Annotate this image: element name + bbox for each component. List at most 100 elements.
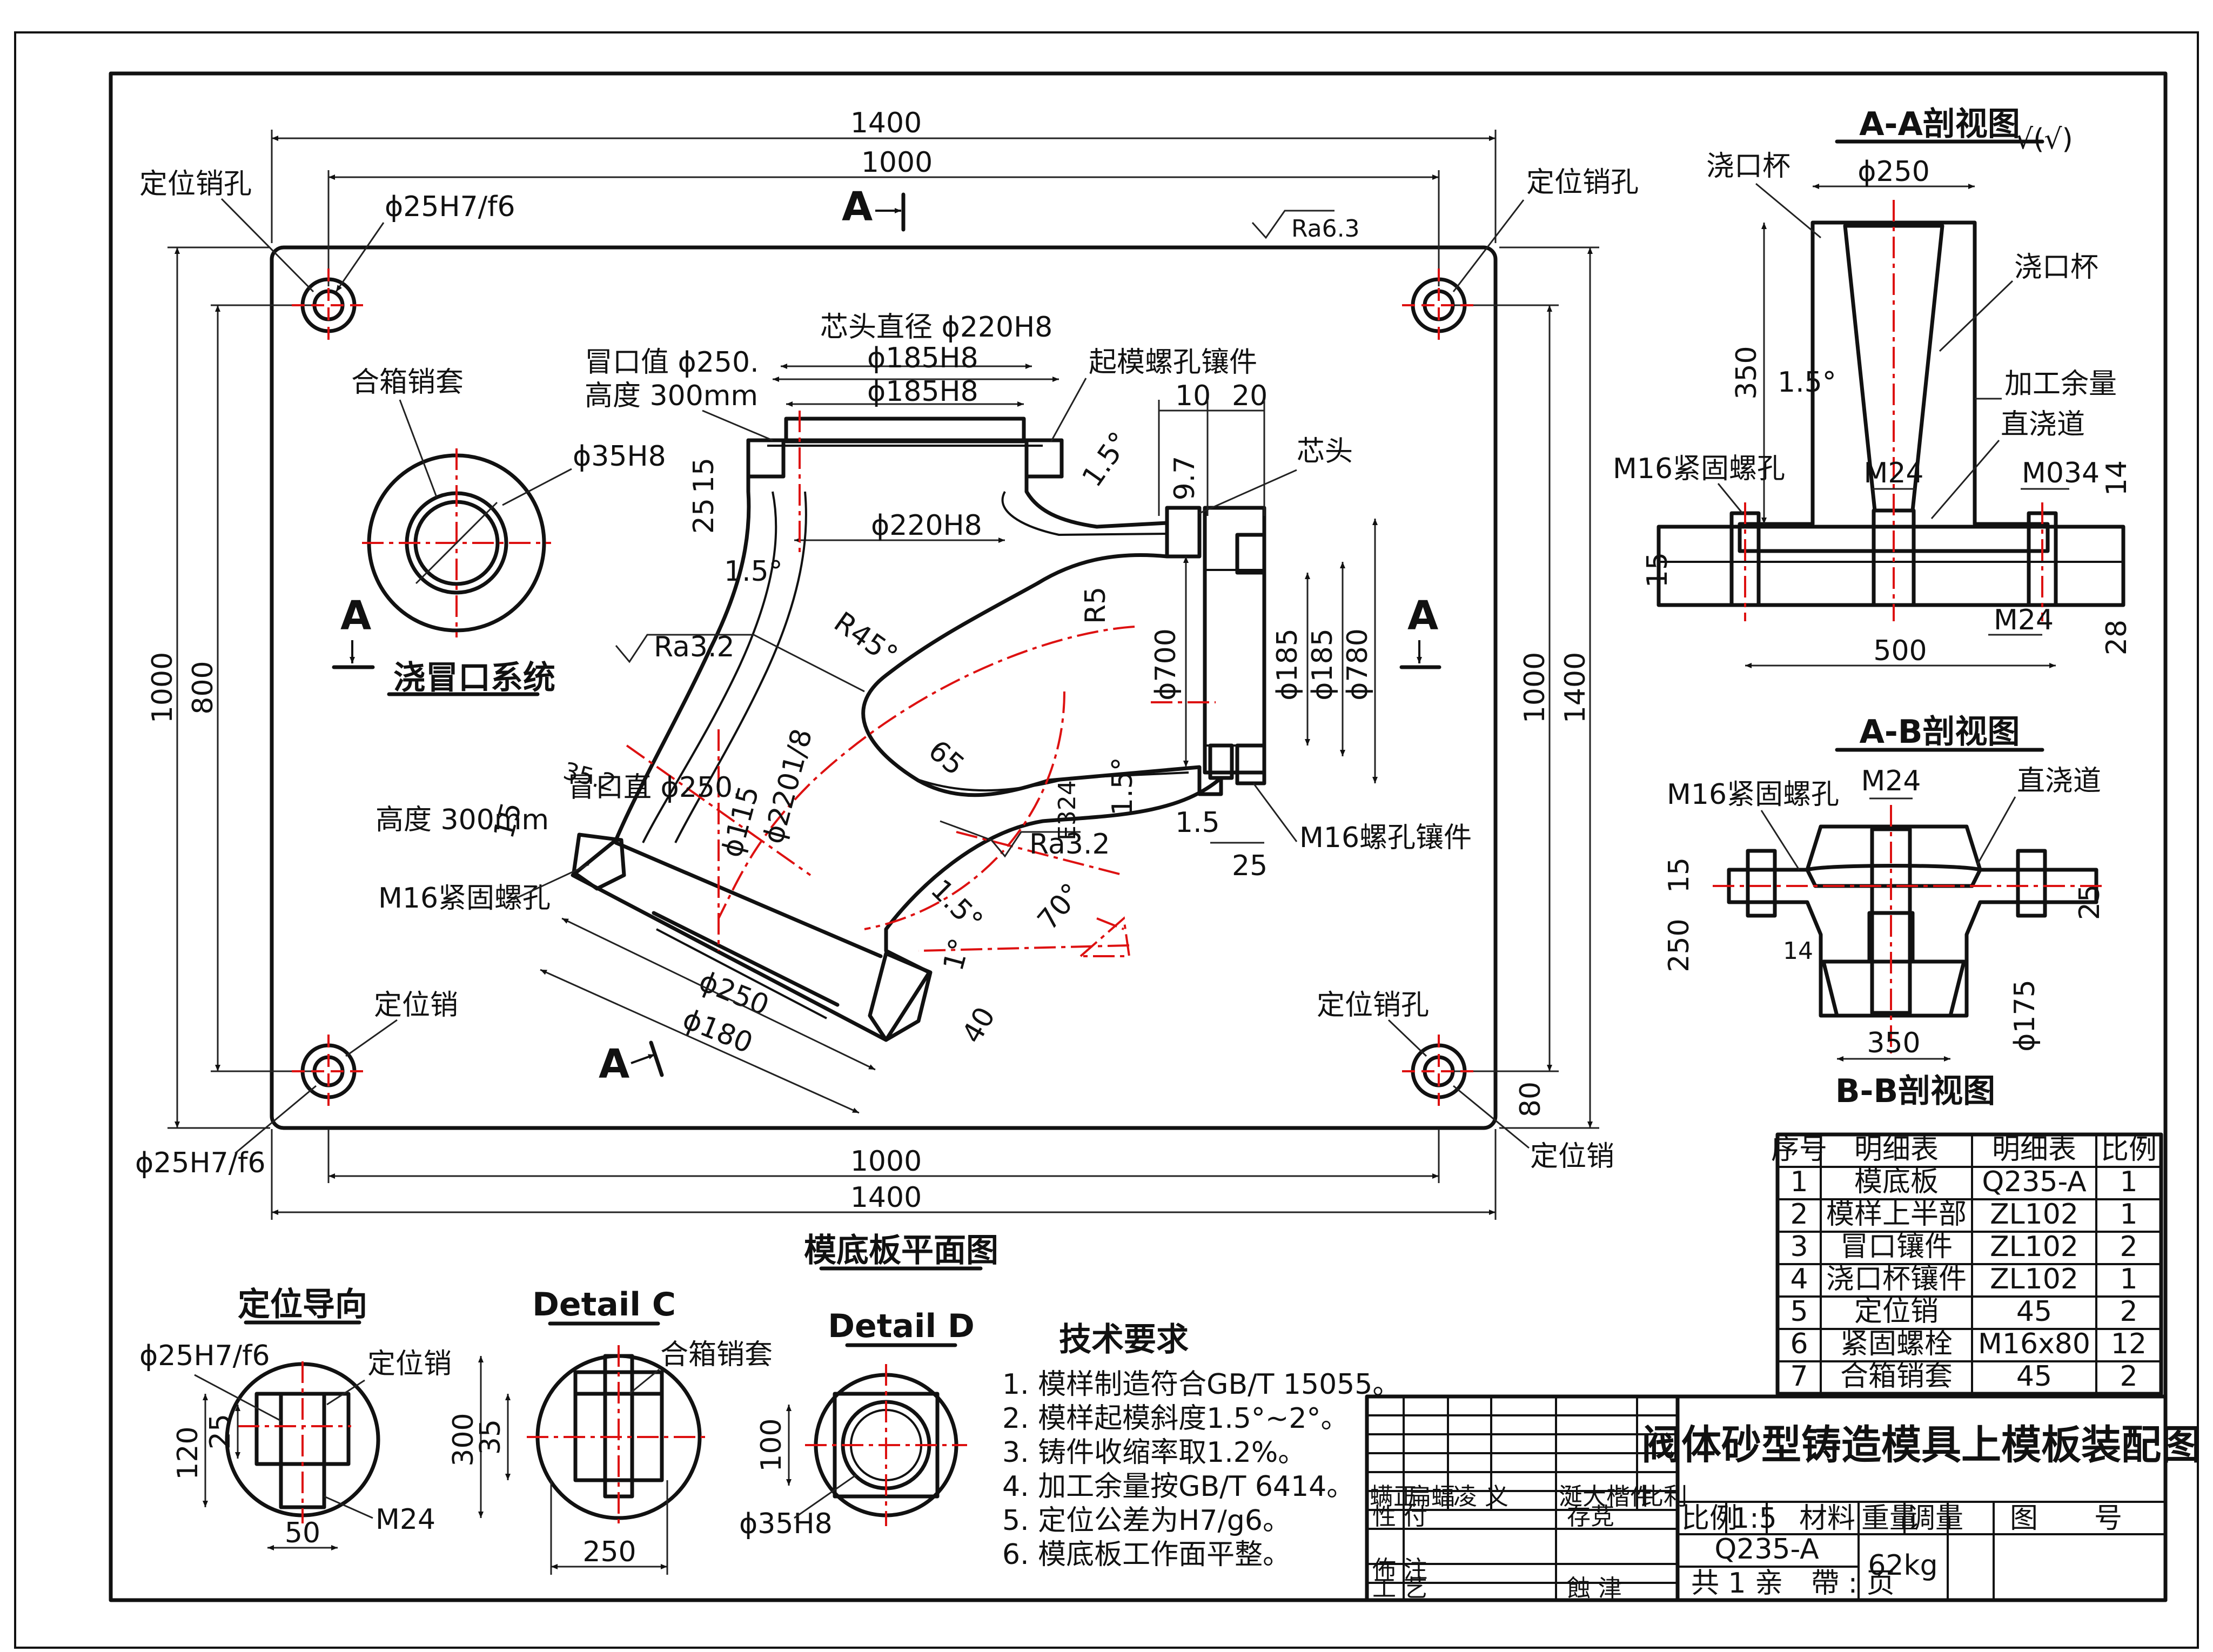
dim-1400-bottom: 1400 bbox=[850, 1181, 922, 1214]
label-core-head: 芯头 bbox=[1297, 435, 1353, 468]
outer-border bbox=[14, 31, 2199, 1649]
label-draft-4: 1.5° bbox=[924, 874, 989, 938]
bom-cell: 2 bbox=[2120, 1295, 2137, 1328]
detail-c-title: Detail C bbox=[532, 1286, 676, 1324]
bom-cell: 1 bbox=[2120, 1166, 2137, 1198]
tb-row-label-3: 凌 义 bbox=[1453, 1483, 1508, 1510]
tb-approve: 蝕 津 bbox=[1567, 1575, 1622, 1602]
guide-d25: 25 bbox=[204, 1414, 237, 1449]
bom-cell: Q235-A bbox=[1982, 1166, 2087, 1198]
pin-bl bbox=[292, 1035, 365, 1108]
roughness-general: √(√) bbox=[2015, 123, 2073, 156]
bom-header-1: 序号 bbox=[1771, 1133, 1827, 1166]
detail-d-fit: ϕ35H8 bbox=[739, 1508, 833, 1540]
label-d185v1: ϕ185 bbox=[1271, 628, 1304, 701]
section-mark-bottom: A bbox=[599, 1041, 629, 1087]
label-sleeve-fit: ϕ35H8 bbox=[573, 440, 666, 473]
dim-1400-right: 1400 bbox=[1559, 652, 1592, 723]
bom-cell: M16x80 bbox=[1978, 1328, 2090, 1360]
dim-1000-top: 1000 bbox=[861, 146, 933, 179]
label-gating-system: 浇冒口系统 bbox=[393, 659, 555, 697]
section-ab: A-B剖视图 M16紧固螺孔 M24 直浇道 15 250 25 14 350 … bbox=[1663, 713, 2107, 1110]
label-dim-20: 20 bbox=[1232, 380, 1268, 412]
aa-d500: 500 bbox=[1873, 635, 1927, 667]
label-pin-bl-fit: ϕ25H7/f6 bbox=[135, 1147, 266, 1179]
plan-view: 1400 1000 1000 1400 1000 800 1000 1400 8… bbox=[135, 107, 1639, 1271]
label-d185-2: ϕ185H8 bbox=[867, 375, 978, 408]
detail-d: Detail D 100 ϕ35H8 bbox=[739, 1307, 975, 1540]
ab-d250: 250 bbox=[1663, 918, 1695, 972]
base-plate bbox=[270, 245, 1498, 1130]
label-pin-hole-tr: 定位销孔 bbox=[1526, 166, 1639, 199]
label-draft-2: 1.5° bbox=[724, 555, 783, 588]
pattern-body bbox=[571, 364, 1266, 1042]
bom-cell: 模底板 bbox=[1854, 1166, 1939, 1198]
bom-cell: 4 bbox=[1790, 1263, 1808, 1295]
detail-d-d100: 100 bbox=[755, 1418, 788, 1472]
aa-d15: 15 bbox=[1641, 552, 1674, 588]
label-d40: 40 bbox=[956, 1002, 1002, 1049]
label-d2201: ϕ2201/8 bbox=[757, 726, 819, 847]
label-pin-hole-tl: 定位销孔 bbox=[139, 168, 252, 200]
bom-cell: 1 bbox=[2120, 1263, 2137, 1295]
bom-cell: 定位销 bbox=[1854, 1295, 1939, 1328]
aa-allowance: 加工余量 bbox=[2004, 368, 2117, 400]
ab-d350: 350 bbox=[1867, 1027, 1920, 1059]
title-block: 阀体砂型铸造模具上模板装配图 螨正 扁蝠 凌 义 涎大楷件 比利 性 付 存莌 … bbox=[1365, 1394, 2201, 1602]
label-draft-1: 1.5° bbox=[1076, 426, 1136, 493]
label-dim-97: 9.7 bbox=[1169, 456, 1201, 501]
label-draft-3: 1.5° bbox=[1106, 757, 1139, 816]
bom-cell: 7 bbox=[1790, 1360, 1808, 1393]
ab-d14: 14 bbox=[1783, 937, 1813, 965]
guide-pin: 定位销 bbox=[367, 1348, 452, 1380]
ab-d175: ϕ175 bbox=[2009, 979, 2041, 1052]
tb-row-label-4: 涎大楷件 bbox=[1559, 1483, 1654, 1510]
tb-row-label-5: 比利 bbox=[1640, 1483, 1687, 1510]
bom-cell: ZL102 bbox=[1990, 1198, 2078, 1231]
label-m16-insert: M16螺孔镶件 bbox=[1299, 822, 1472, 854]
detail-d-title: Detail D bbox=[828, 1307, 975, 1345]
drawing-title: 阀体砂型铸造模具上模板装配图 bbox=[1641, 1422, 2201, 1468]
tb-adjust-label: 调量 bbox=[1907, 1502, 1963, 1535]
label-r45: R45° bbox=[828, 606, 904, 672]
requirement-item: 6. 模底板工作面平整。 bbox=[1002, 1539, 1291, 1571]
label-riser-bot-1: 冒口直 ϕ250. bbox=[567, 771, 742, 804]
requirement-item: 5. 定位公差为H7/g6。 bbox=[1002, 1505, 1291, 1537]
label-d185-1: ϕ185H8 bbox=[867, 342, 978, 374]
guide-detail: 定位导向 ϕ25H7/f6 定位销 120 25 50 M24 bbox=[139, 1286, 452, 1550]
label-riser-bot-2: 高度 300mm bbox=[375, 804, 549, 836]
aa-m16: M16紧固螺孔 bbox=[1613, 453, 1785, 485]
label-pin-hole-br: 定位销孔 bbox=[1317, 989, 1429, 1022]
bom-cell: ZL102 bbox=[1990, 1263, 2078, 1295]
section-mark-top: A bbox=[842, 184, 873, 230]
requirements-title: 技术要求 bbox=[1059, 1321, 1189, 1359]
label-r5: R5 bbox=[1079, 587, 1112, 624]
aa-m034: M034 bbox=[2022, 457, 2100, 489]
drawing-frame bbox=[109, 71, 2168, 1602]
label-d185v2: ϕ185 bbox=[1306, 628, 1339, 701]
requirement-item: 1. 模样制造符合GB/T 15055。 bbox=[1002, 1368, 1400, 1401]
dim-800-left: 800 bbox=[187, 661, 219, 714]
label-d324: E324 bbox=[1054, 780, 1081, 841]
label-angle-70: 70° bbox=[1031, 877, 1088, 936]
bom-cell: 45 bbox=[2016, 1295, 2052, 1328]
label-ra32-a: Ra3.2 bbox=[654, 631, 735, 663]
bom-cell: 6 bbox=[1790, 1328, 1808, 1360]
label-d780: ϕ780 bbox=[1342, 628, 1374, 701]
bom-cell: 2 bbox=[2120, 1231, 2137, 1263]
dim-1400-top: 1400 bbox=[850, 107, 922, 139]
aa-d250: ϕ250 bbox=[1857, 156, 1930, 188]
tb-weight-value: 62kg bbox=[1868, 1549, 1937, 1582]
section-mark-left: A bbox=[340, 593, 371, 639]
label-riser-top-2: 高度 300mm bbox=[585, 380, 758, 412]
dim-1000-left: 1000 bbox=[146, 652, 179, 723]
roughness-plate: Ra6.3 bbox=[1291, 215, 1360, 243]
bom-cell: 2 bbox=[2120, 1360, 2137, 1393]
bom-cell: ZL102 bbox=[1990, 1231, 2078, 1263]
guide-fit: ϕ25H7/f6 bbox=[139, 1340, 270, 1372]
tb-scale-value: 1:5 bbox=[1732, 1502, 1777, 1535]
dim-80: 80 bbox=[1514, 1082, 1547, 1117]
bom-cell: 浇口杯镶件 bbox=[1826, 1263, 1967, 1295]
